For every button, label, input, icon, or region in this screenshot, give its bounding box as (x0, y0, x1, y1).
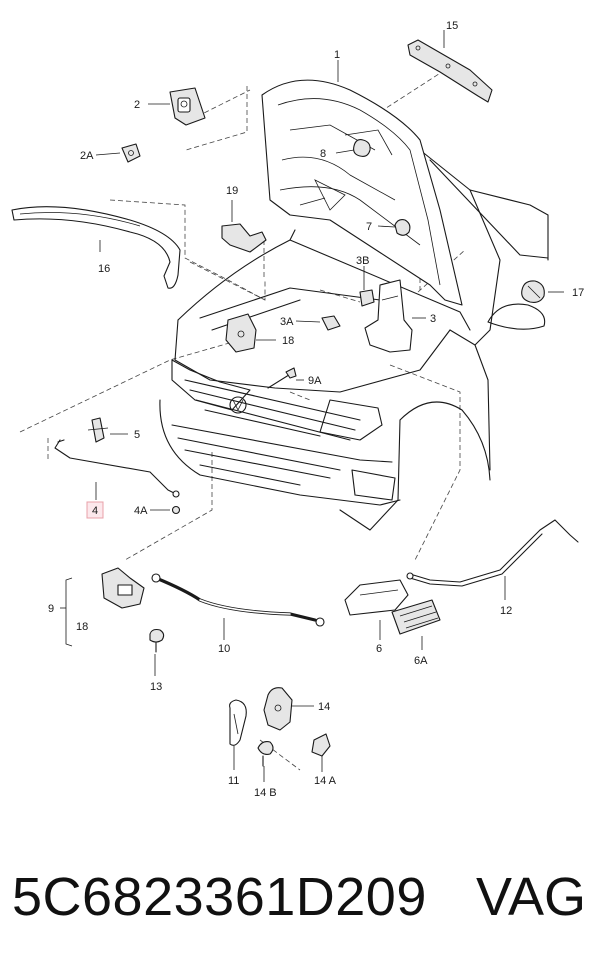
callout-9: 9 (48, 603, 54, 615)
bolt-13 (149, 628, 165, 653)
callout-9a: 9A (308, 375, 322, 387)
grommet-4a (171, 505, 181, 515)
callout-bracket-9-18 (60, 577, 73, 647)
callout-6: 6 (376, 643, 382, 655)
release-handle-6 (344, 579, 409, 616)
callout-18-lower: 18 (76, 621, 88, 633)
reference-dash-lines (19, 69, 466, 771)
callout-6a: 6A (414, 655, 428, 667)
leader-lines (95, 30, 564, 782)
release-cable-10 (151, 573, 325, 627)
callout-15: 15 (446, 20, 458, 32)
hinge-nut-3a (321, 315, 341, 331)
hinge-nut-3b (359, 289, 375, 307)
hood-lock-18-upper (225, 313, 257, 353)
callout-8: 8 (320, 148, 326, 160)
handle-cover-6a (391, 599, 441, 635)
hood-panel (261, 79, 463, 306)
callout-3b: 3B (356, 255, 369, 267)
callout-12: 12 (500, 605, 512, 617)
callout-10: 10 (218, 643, 230, 655)
callout-17: 17 (572, 287, 584, 299)
release-cable-12 (406, 519, 579, 587)
screw-14b (257, 741, 274, 767)
brand-label: VAG (475, 867, 586, 927)
rod-holder-5 (87, 417, 109, 443)
lever-11 (229, 699, 247, 746)
highlight-box-4 (86, 501, 104, 519)
callout-13: 13 (150, 681, 162, 693)
callout-7: 7 (366, 221, 372, 233)
callout-labels: 1 2 2A 15 8 19 7 16 3B 17 3A 3 18 9A 5 4… (48, 20, 584, 799)
callout-14a: 14 A (314, 775, 337, 787)
hood-prop-rod-4 (54, 439, 180, 498)
callout-3: 3 (430, 313, 436, 325)
hood-side-seal-16 (11, 206, 181, 289)
lock-carrier-2 (169, 87, 206, 126)
callout-16: 16 (98, 263, 110, 275)
buffer-8 (353, 139, 371, 157)
callout-3a: 3A (280, 316, 294, 328)
bolt-2a (121, 143, 141, 163)
bracket-19 (221, 223, 267, 253)
exploded-parts-diagram: 1 2 2A 15 8 19 7 16 3B 17 3A 3 18 9A 5 4… (11, 20, 584, 799)
vehicle-body-outline (159, 149, 549, 531)
callout-2a: 2A (80, 150, 94, 162)
callout-14: 14 (318, 701, 330, 713)
callout-14b: 14 B (254, 787, 277, 799)
callout-1: 1 (334, 49, 340, 61)
support-pin-9a (267, 367, 297, 389)
hood-hinge-3 (364, 279, 413, 353)
part-number: 5C6823361D209 (12, 867, 427, 927)
hood-front-seal-15 (407, 39, 493, 103)
callout-18-upper: 18 (282, 335, 294, 347)
lever-bracket-14 (263, 687, 293, 731)
buffer-17 (521, 280, 545, 303)
lock-module-9 (101, 567, 145, 609)
callout-4a: 4A (134, 505, 148, 517)
callout-19: 19 (226, 185, 238, 197)
callout-2: 2 (134, 99, 140, 111)
buffer-7 (394, 219, 411, 236)
callout-11: 11 (228, 775, 239, 787)
callout-4: 4 (92, 505, 98, 517)
callout-5: 5 (134, 429, 140, 441)
clip-14a (311, 733, 331, 757)
